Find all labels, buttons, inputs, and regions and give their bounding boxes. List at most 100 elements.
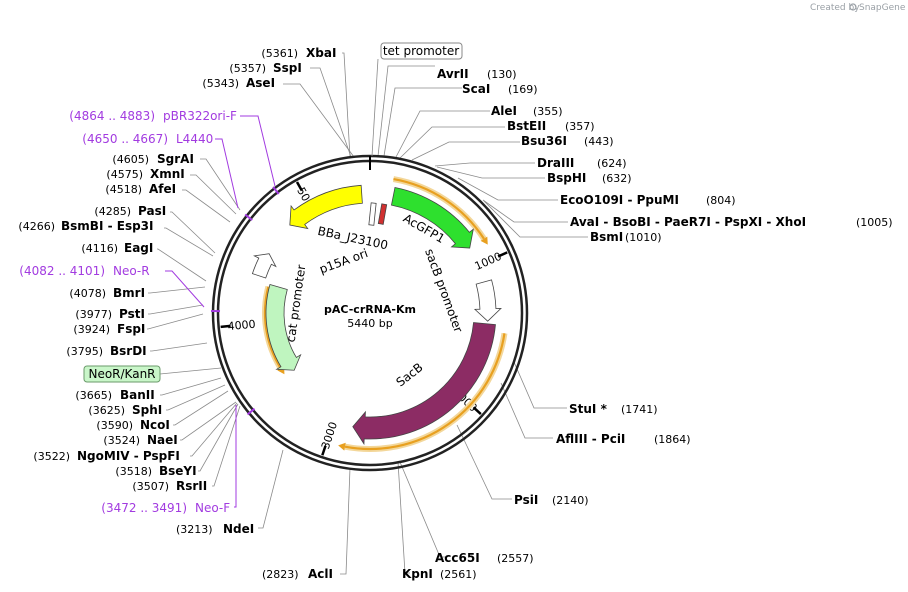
primer-name-pbr322ori-f: pBR322ori-F (163, 109, 237, 123)
orf-arc-2 (344, 333, 506, 451)
enzyme-name-ngomiv: NgoMIV - PspFI (77, 449, 180, 463)
enzyme-name-xbai: XbaI (306, 46, 336, 60)
features (211, 184, 502, 446)
credit-text: Created by (810, 3, 860, 13)
leader-bmri (148, 286, 206, 294)
leader-bsrdi (150, 342, 208, 352)
enzyme-name-alei: AleI (491, 104, 517, 118)
enzyme-name-kpni: KpnI (402, 567, 433, 581)
enzyme-name-afliii: AflIII - PciI (556, 432, 625, 446)
enzyme-name-draiii: DraIII (537, 156, 574, 170)
neokanr-label-box: NeoR/KanR (83, 365, 161, 383)
primer-range-l4440: (4650 .. 4667) (82, 132, 168, 146)
leader-ndei (258, 449, 284, 529)
primer-range-neo-f: (3472 .. 3491) (101, 501, 187, 515)
leader-asei (283, 83, 355, 158)
leader-bsmbi (164, 227, 214, 257)
plasmid-name: pAC-crRNA-Km (324, 303, 416, 316)
primer-name-neo-r: Neo-R (113, 264, 150, 278)
primer-mark-l4440 (244, 213, 253, 221)
tet-promoter-label-box: tet promoter (380, 42, 463, 60)
scale-tick-4000 (220, 324, 231, 329)
enzyme-name-avai: AvaI - BsoBI - PaeR7I - PspXI - XhoI (570, 215, 806, 229)
leader-neo-f (234, 405, 237, 508)
scale-tick-label-1000: 1000 (473, 250, 504, 273)
enzyme-pos-avrii: (130) (487, 68, 517, 81)
enzyme-name-naei: NaeI (147, 433, 178, 447)
enzyme-name-ncoi: NcoI (140, 418, 170, 432)
leader-sspi (310, 67, 352, 158)
leader-lines (147, 52, 588, 575)
enzyme-pos-acli: (2823) (262, 568, 299, 581)
enzyme-pos-fspi: (3924) (73, 323, 110, 336)
enzyme-pos-sspi: (5357) (229, 62, 266, 75)
feature-label-bba: BBa_J23100 (316, 224, 389, 253)
leader-psti (148, 304, 204, 315)
leader-pbr322ori-f (240, 115, 276, 187)
leader-scai (383, 87, 462, 157)
enzyme-pos-eagi: (4116) (81, 242, 118, 255)
enzyme-pos-bmri: (4078) (69, 287, 106, 300)
leader-sgrai (200, 158, 241, 211)
feature-tet-promoter-marker (377, 203, 388, 225)
feature-label-sacb: SacB (393, 360, 425, 389)
leader-acli (340, 467, 351, 575)
enzyme-name-psti: PstI (119, 307, 145, 321)
snapgene-logo-icon (849, 3, 857, 11)
primer-name-l4440: L4440 (176, 132, 213, 146)
leader-afei (182, 189, 231, 223)
leader-pasi (170, 211, 216, 254)
enzyme-name-bsmbi: BsmBI - Esp3I (61, 219, 153, 233)
enzyme-pos-stui: (1741) (621, 403, 658, 416)
leader-ecoo109i (457, 177, 558, 201)
enzyme-name-bmri: BmrI (113, 286, 145, 300)
enzyme-pos-scai: (169) (508, 83, 538, 96)
enzyme-pos-ecoo109i: (804) (706, 194, 736, 207)
leader-ngomiv (190, 402, 238, 457)
enzyme-name-ecoo109i: EcoO109I - PpuMI (560, 193, 679, 207)
leader-avai (482, 199, 568, 223)
leader-bsphi (436, 166, 545, 179)
enzyme-pos-alei: (355) (533, 105, 563, 118)
leader-neo-r (165, 270, 205, 308)
orf-arcs (262, 176, 508, 452)
enzyme-name-bsrdi: BsrDI (110, 344, 147, 358)
enzyme-pos-ndei: (3213) (176, 523, 213, 536)
enzyme-pos-acc65i: (2557) (497, 552, 534, 565)
enzyme-name-bsmi: BsmI (590, 230, 623, 244)
enzyme-name-acc65i: Acc65I (435, 551, 480, 565)
enzyme-labels-left: (5361) XbaI (5357) SspI (5343) AseI (460… (18, 46, 336, 493)
enzyme-pos-bsu36i: (443) (584, 135, 614, 148)
tet-promoter-label: tet promoter (383, 44, 459, 58)
primer-mark-neo-f (246, 407, 256, 416)
enzyme-name-bsphi: BspHI (547, 171, 586, 185)
enzyme-name-scai: ScaI (462, 82, 490, 96)
primer-name-neo-f: Neo-F (195, 501, 230, 515)
enzyme-pos-naei: (3524) (103, 434, 140, 447)
enzyme-name-eagi: EagI (124, 241, 153, 255)
primer-range-neo-r: (4082 .. 4101) (19, 264, 105, 278)
enzyme-labels-right: AvrII (130) ScaI (169) AleI (355) BstEII… (176, 67, 893, 581)
leader-kpni (397, 461, 410, 574)
enzyme-name-bsteii: BstEII (507, 119, 546, 133)
enzyme-name-asei: AseI (246, 76, 275, 90)
enzyme-pos-sgrai: (4605) (112, 153, 149, 166)
plasmid-length: 5440 bp (347, 317, 392, 330)
leader-alei (395, 110, 490, 158)
primer-range-pbr322ori-f: (4864 .. 4883) (69, 109, 155, 123)
scale-tick-label-4000: 4000 (227, 318, 256, 334)
enzyme-name-psii: PsiI (514, 493, 538, 507)
enzyme-name-xmni: XmnI (150, 167, 185, 181)
enzyme-pos-afliii: (1864) (654, 433, 691, 446)
leader-avrii (377, 65, 435, 157)
enzyme-name-sphi: SphI (132, 403, 162, 417)
leader-sphi (166, 384, 226, 411)
enzyme-pos-ngomiv: (3522) (33, 450, 70, 463)
orf-arc-1 (393, 177, 485, 240)
enzyme-pos-sphi: (3625) (88, 404, 125, 417)
orf-arc-2-arrowhead (338, 442, 346, 451)
enzyme-pos-afei: (4518) (105, 183, 142, 196)
credit-brand: SnapGene (859, 3, 906, 13)
scale-tick-1000 (497, 251, 508, 258)
leader-bsmi (483, 200, 588, 238)
